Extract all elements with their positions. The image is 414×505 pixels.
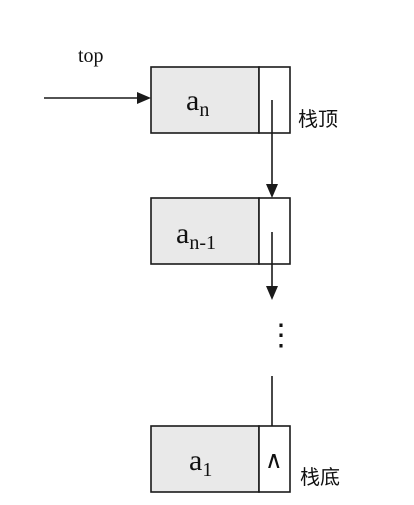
svg-text:an-1: an-1 xyxy=(176,217,216,254)
node-value-subscript: 1 xyxy=(202,459,212,481)
node-next-field xyxy=(258,66,291,134)
next-pointer-arrow xyxy=(266,232,278,300)
stack-top-label: 栈顶 xyxy=(298,107,338,131)
stack-node-top: an xyxy=(150,66,291,134)
svg-text:an: an xyxy=(186,84,209,121)
stack-node-bottom: a1 ∧ xyxy=(150,425,291,493)
node-value-base: a xyxy=(186,84,199,117)
next-pointer-arrow xyxy=(266,100,278,198)
node-next-field xyxy=(258,197,291,265)
watermark-text: CSDN @爱打拼的小松鼠 xyxy=(292,488,404,501)
node-value-base: a xyxy=(176,217,189,250)
node-value-subscript: n xyxy=(199,99,209,121)
null-pointer-symbol: ∧ xyxy=(265,448,283,474)
stack-node-middle: an-1 xyxy=(150,197,291,265)
top-pointer-label: top xyxy=(78,45,104,67)
node-value-subscript: n-1 xyxy=(189,232,216,254)
node-value-base: a xyxy=(189,444,202,477)
node-next-field xyxy=(258,425,291,493)
stack-bottom-label: 栈底 xyxy=(300,465,340,489)
ellipsis-dots: ⋮ xyxy=(266,319,296,352)
svg-text:a1: a1 xyxy=(189,444,212,481)
node-data-field xyxy=(150,197,260,265)
top-pointer-arrow xyxy=(44,92,151,104)
